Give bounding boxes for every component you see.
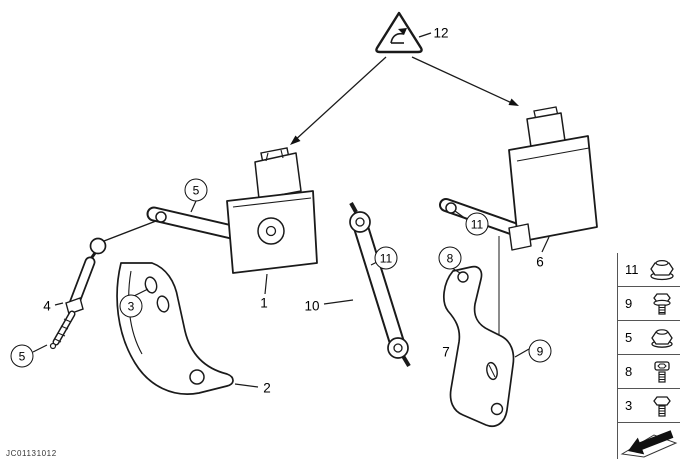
callout-9-circle[interactable]: 9 xyxy=(528,339,552,363)
fasteners-legend: 11 9 5 xyxy=(617,253,680,459)
callout-7[interactable]: 7 xyxy=(442,344,450,360)
legend-label-3: 3 xyxy=(625,398,633,413)
pointer-arrows xyxy=(290,32,519,145)
callout-3-circle[interactable]: 3 xyxy=(119,294,143,318)
diagram-code: JC01131012 xyxy=(6,449,57,458)
diagram-nav-arrow[interactable] xyxy=(618,423,680,459)
leader-lines xyxy=(32,200,550,388)
part-1-level-sensor xyxy=(146,147,318,274)
callout-11-circle[interactable]: 11 xyxy=(465,212,489,236)
socket-head-bolt-icon xyxy=(648,359,676,385)
callout-4[interactable]: 4 xyxy=(43,298,51,314)
flange-bolt-icon xyxy=(648,291,676,317)
legend-row-8[interactable]: 8 xyxy=(618,355,680,389)
legend-label-8: 8 xyxy=(625,364,633,379)
warning-triangle-icon xyxy=(375,11,423,54)
part-2-bracket xyxy=(116,262,234,395)
hex-bolt-icon xyxy=(648,393,676,419)
legend-label-11: 11 xyxy=(625,262,639,277)
legend-label-5: 5 xyxy=(625,330,633,345)
flange-nut-icon xyxy=(648,257,676,283)
legend-row-11[interactable]: 11 xyxy=(618,253,680,287)
legend-label-9: 9 xyxy=(625,296,633,311)
part-4-link-rod xyxy=(49,220,157,350)
part-10-connecting-rod xyxy=(349,202,411,368)
callout-1[interactable]: 1 xyxy=(260,295,268,311)
corner-arrow-icon xyxy=(620,430,678,458)
legend-row-3[interactable]: 3 xyxy=(618,389,680,423)
callout-11-circle[interactable]: 11 xyxy=(374,246,398,270)
legend-row-9[interactable]: 9 xyxy=(618,287,680,321)
callout-10[interactable]: 10 xyxy=(304,298,320,314)
part-7-bracket xyxy=(443,265,515,428)
callout-8-circle[interactable]: 8 xyxy=(438,246,462,270)
legend-row-5[interactable]: 5 xyxy=(618,321,680,355)
callout-2[interactable]: 2 xyxy=(263,380,271,396)
callout-5-circle[interactable]: 5 xyxy=(184,178,208,202)
callout-5-circle[interactable]: 5 xyxy=(10,344,34,368)
hex-nut-icon xyxy=(648,325,676,351)
callout-12[interactable]: 12 xyxy=(433,25,449,41)
callout-6[interactable]: 6 xyxy=(536,254,544,270)
